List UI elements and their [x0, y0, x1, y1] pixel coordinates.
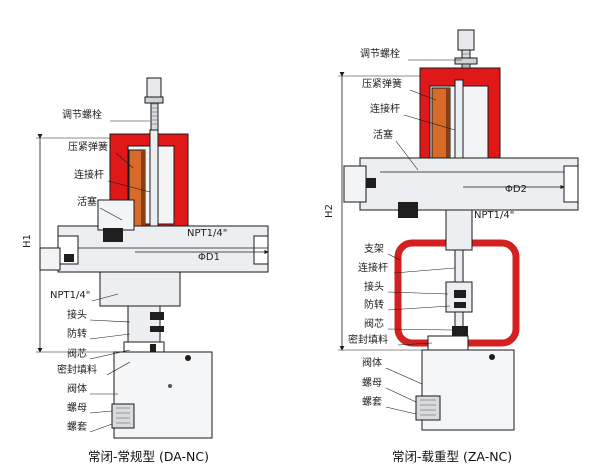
left-valve: H1 ΦD1 NPT1/4" 调节螺栓 压紧弹簧 连接杆 活塞 NPT1/4" … — [22, 77, 269, 464]
right-label-core: 阀芯 — [364, 317, 384, 330]
right-d2-label: ΦD2 — [505, 184, 527, 195]
right-label-nut: 螺母 — [362, 377, 382, 389]
right-label-adjust-bolt: 调节螺栓 — [360, 47, 400, 60]
left-label-anti-rotation: 防转 — [67, 327, 87, 340]
right-label-piston: 活塞 — [373, 128, 393, 141]
right-piston — [359, 157, 579, 211]
left-piston — [57, 225, 269, 273]
left-npt-top-label: NPT1/4" — [187, 228, 227, 239]
right-h2-label: H2 — [324, 204, 335, 218]
left-nut — [111, 403, 135, 429]
right-label-stem2: 连接杆 — [358, 261, 388, 274]
left-label-sleeve: 螺套 — [67, 420, 87, 433]
left-label-core: 阀芯 — [67, 347, 87, 360]
right-label-anti-rotation: 防转 — [364, 298, 384, 311]
right-label-packing: 密封填料 — [348, 333, 388, 346]
left-label-piston: 活塞 — [77, 195, 97, 208]
right-label-bracket: 支架 — [364, 243, 384, 255]
left-label-npt: NPT1/4" — [50, 290, 90, 301]
right-label-stem: 连接杆 — [370, 102, 400, 115]
left-labels: 调节螺栓 压紧弹簧 连接杆 活塞 NPT1/4" 接头 防转 阀芯 密封填料 阀… — [50, 108, 151, 433]
left-adjust-bolt-shaft — [150, 99, 159, 131]
right-labels: 调节螺栓 压紧弹簧 连接杆 活塞 支架 连接杆 接头 防转 阀芯 密封填料 阀体… — [348, 47, 462, 415]
left-label-body: 阀体 — [67, 382, 87, 395]
right-valve: ΦD2 NPT1/4" H2 调节螺栓 压紧弹簧 连接杆 活塞 — [324, 29, 579, 464]
left-d1-label: ΦD1 — [198, 252, 220, 263]
right-label-spring: 压紧弹簧 — [362, 77, 402, 90]
right-nut — [415, 395, 441, 421]
right-label-joint: 接头 — [364, 280, 384, 293]
right-label-sleeve: 螺套 — [362, 395, 382, 408]
left-label-spring: 压紧弹簧 — [68, 140, 108, 153]
left-label-nut: 螺母 — [67, 402, 87, 414]
left-caption: 常闭-常规型 (DA-NC) — [88, 449, 209, 464]
right-label-body: 阀体 — [362, 356, 382, 369]
right-caption: 常闭-载重型 (ZA-NC) — [392, 449, 512, 464]
left-h1-label: H1 — [22, 234, 33, 248]
left-label-packing: 密封填料 — [57, 363, 97, 376]
right-npt-top-label: NPT1/4" — [474, 210, 514, 221]
left-label-stem: 连接杆 — [74, 168, 104, 181]
left-label-joint: 接头 — [67, 308, 87, 321]
right-adjust-bolt — [457, 29, 475, 51]
left-label-adjust-bolt: 调节螺栓 — [62, 108, 102, 121]
